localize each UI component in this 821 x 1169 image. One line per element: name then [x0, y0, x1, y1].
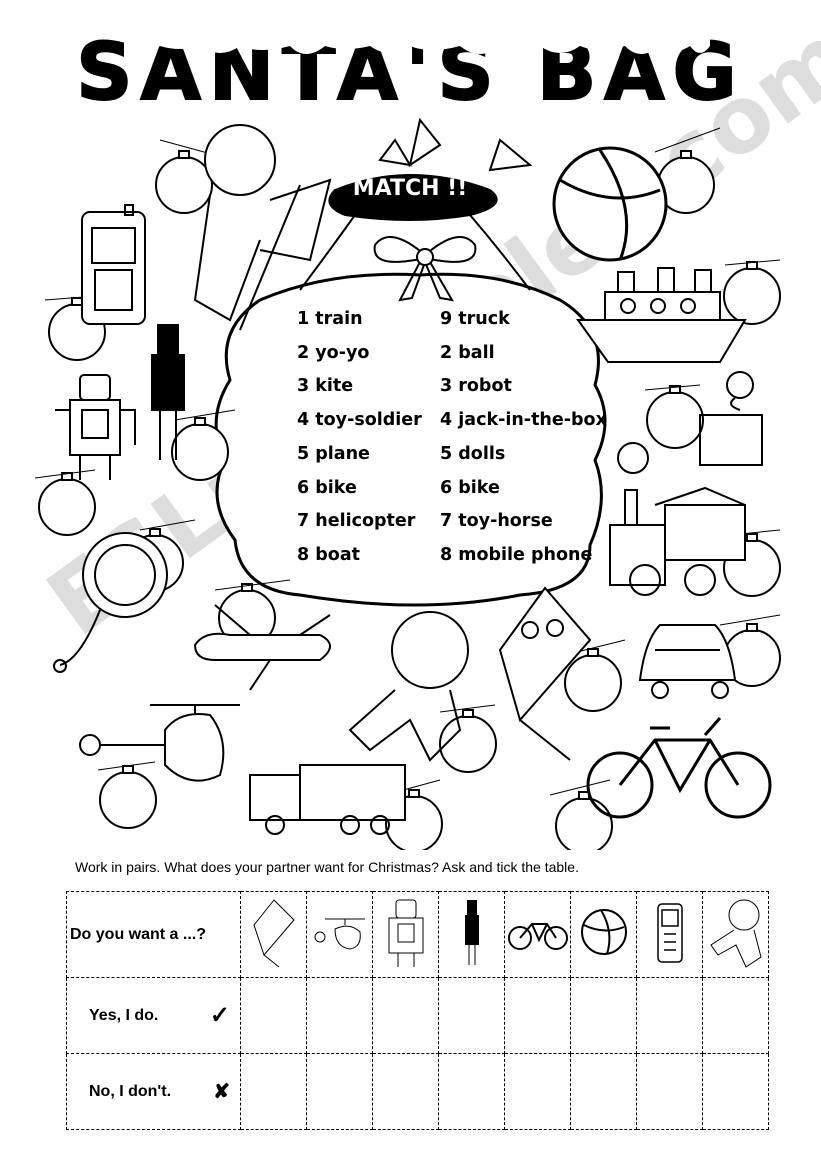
match-left-item: 4 toy-soldier	[297, 410, 422, 430]
yes-cell[interactable]	[702, 977, 769, 1054]
doll-drawing	[348, 611, 469, 762]
ornament	[34, 469, 96, 536]
kite-drawing	[498, 586, 592, 761]
no-cell[interactable]	[702, 1053, 769, 1130]
car-drawing	[638, 624, 737, 699]
yes-cell[interactable]	[504, 977, 571, 1054]
yes-cell[interactable]	[306, 977, 373, 1054]
survey-table: Do you want a ...? Yes, I do. ✓ No, I don…	[66, 891, 769, 1130]
plane-drawing	[193, 604, 331, 691]
match-left-item: 2 yo-yo	[297, 343, 370, 363]
ornament	[564, 639, 626, 712]
boat-drawing	[576, 267, 747, 363]
ornament	[719, 614, 781, 687]
yes-row-label: Yes, I do. ✓	[66, 977, 241, 1054]
train-drawing	[609, 442, 746, 596]
bag-label: MATCH !!	[352, 176, 468, 201]
match-right-item: 2 ball	[440, 343, 495, 363]
match-left-item: 7 helicopter	[297, 511, 416, 531]
no-cell[interactable]	[504, 1053, 571, 1130]
match-left-item: 6 bike	[297, 478, 357, 498]
helicopter-drawing	[79, 704, 240, 782]
no-cell[interactable]	[240, 1053, 307, 1130]
match-right-item: 6 bike	[440, 478, 500, 498]
yes-cell[interactable]	[636, 977, 703, 1054]
no-label: No, I don't.	[89, 1082, 172, 1100]
no-cell[interactable]	[570, 1053, 637, 1130]
instruction: Work in pairs. What does your partner wa…	[75, 859, 579, 875]
match-right-item: 5 dolls	[440, 444, 506, 464]
ornaments	[34, 127, 781, 850]
doll-icon	[702, 891, 769, 978]
yes-label: Yes, I do.	[89, 1006, 159, 1024]
toy-soldier-icon	[438, 891, 505, 978]
check-icon: ✓	[209, 1002, 230, 1029]
bike-icon	[504, 891, 571, 978]
match-right-item: 3 robot	[440, 376, 512, 396]
toy-soldier-drawing	[151, 324, 185, 460]
ornament	[155, 139, 216, 214]
no-cell[interactable]	[372, 1053, 439, 1130]
ornament	[654, 127, 721, 214]
match-right-item: 4 jack-in-the-box	[440, 410, 607, 430]
yes-cell[interactable]	[438, 977, 505, 1054]
match-left-item: 5 plane	[297, 444, 370, 464]
boy-toy-horse-drawing	[193, 124, 332, 331]
illustrations	[34, 117, 781, 850]
mobile-phone-icon	[636, 891, 703, 978]
bike-drawing	[586, 717, 772, 819]
no-cell[interactable]	[306, 1053, 373, 1130]
bow-icon	[373, 236, 477, 302]
ornament	[171, 409, 236, 481]
robot-icon	[372, 891, 439, 978]
yes-cell[interactable]	[570, 977, 637, 1054]
helicopter-icon	[306, 891, 373, 978]
truck-drawing	[249, 764, 406, 835]
ball-icon	[570, 891, 637, 978]
match-right-item: 8 mobile phone	[440, 545, 593, 565]
santa-bag	[214, 117, 607, 607]
yes-cell[interactable]	[240, 977, 307, 1054]
yo-yo-drawing	[53, 532, 168, 673]
ornament	[644, 384, 704, 449]
cross-icon: ✘	[213, 1081, 230, 1103]
match-right-item: 7 toy-horse	[440, 511, 553, 531]
match-right-item: 9 truck	[440, 309, 510, 329]
match-left-item: 3 kite	[297, 376, 354, 396]
ball-drawing	[552, 146, 668, 262]
no-row-label: No, I don't. ✘	[66, 1053, 241, 1130]
no-cell[interactable]	[636, 1053, 703, 1130]
no-cell[interactable]	[438, 1053, 505, 1130]
ornament	[723, 259, 781, 325]
robot-drawing	[55, 374, 136, 480]
mobile-phone-drawing	[81, 204, 146, 325]
ornament	[214, 579, 291, 647]
match-left-item: 8 boat	[297, 545, 360, 565]
holly-icon	[378, 117, 533, 172]
kite-icon	[240, 891, 307, 978]
snow-decoration	[130, 38, 710, 54]
ornament	[549, 779, 613, 850]
ornament	[97, 761, 157, 829]
question-label: Do you want a ...?	[66, 891, 241, 978]
jack-in-the-box-drawing	[699, 371, 763, 466]
ornament	[439, 704, 497, 773]
yes-cell[interactable]	[372, 977, 439, 1054]
match-left-item: 1 train	[297, 309, 363, 329]
